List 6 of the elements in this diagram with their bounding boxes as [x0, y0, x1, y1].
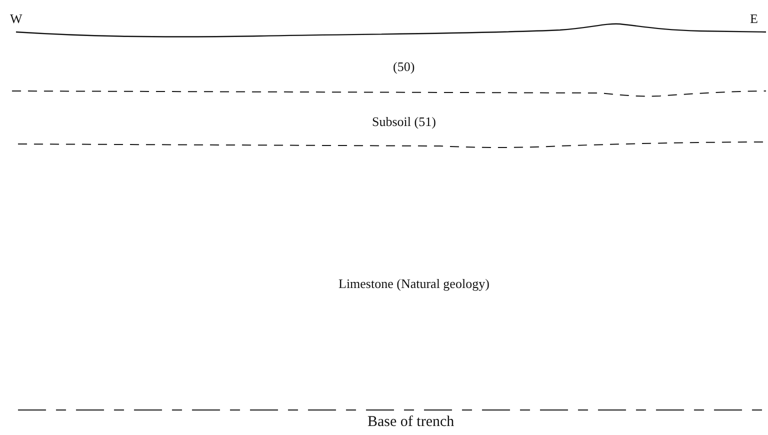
direction-label: E	[750, 12, 758, 25]
direction-label: W	[10, 12, 22, 25]
layer-label: Subsoil (51)	[372, 115, 436, 128]
layer-label: (50)	[393, 60, 415, 73]
layer-label: Limestone (Natural geology)	[338, 277, 490, 290]
trench-base-label: Base of trench	[368, 415, 454, 430]
